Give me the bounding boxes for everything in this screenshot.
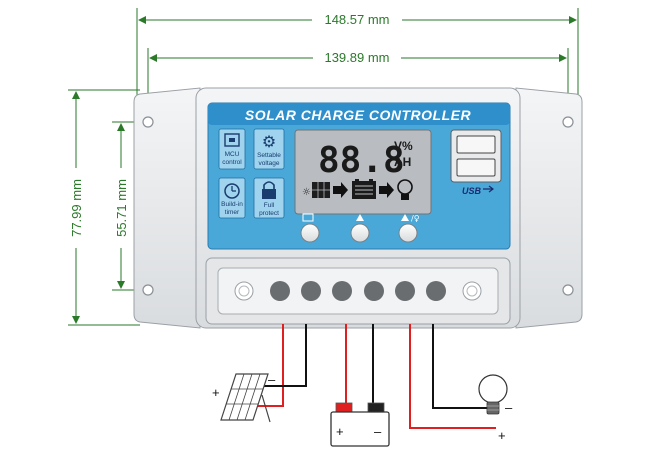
- feature-label: Settable: [257, 152, 281, 159]
- feature-label: protect: [259, 210, 279, 217]
- front-panel: SOLAR CHARGE CONTROLLER 88.8 V% AH ☼: [207, 102, 511, 250]
- overall-width-label: 148.57 mm: [324, 12, 389, 27]
- dimension-overall-width: 148.57 mm: [136, 8, 579, 100]
- up-button[interactable]: [350, 214, 370, 243]
- screen-icon: [302, 213, 314, 222]
- load-negative-sign: –: [505, 400, 513, 415]
- dimension-overall-height: 77.99 mm: [67, 89, 140, 326]
- lcd-digits: 88.8: [318, 140, 405, 181]
- wiring: [254, 324, 496, 429]
- wire-load-positive: [409, 324, 496, 429]
- terminal-screw[interactable]: [332, 281, 352, 301]
- feature-label: control: [222, 159, 242, 166]
- solar-panel-icon: [220, 373, 271, 423]
- set-button[interactable]: /♀: [398, 214, 420, 243]
- terminal-screw[interactable]: [270, 281, 290, 301]
- usb-label: USB: [462, 186, 482, 196]
- mount-hole-top-left: [142, 116, 154, 128]
- feature-timer: Build-in timer: [218, 177, 246, 219]
- feature-label: MCU: [225, 151, 240, 158]
- chip-icon: [224, 133, 240, 147]
- terminal-screw[interactable]: [364, 281, 384, 301]
- battery-icon: [330, 402, 390, 447]
- panel-negative-sign: –: [268, 372, 276, 387]
- dimension-hole-width: 139.89 mm: [147, 48, 569, 112]
- terminal-screw[interactable]: [301, 281, 321, 301]
- up-triangle-icon: [356, 214, 364, 221]
- mount-hole-bottom-right: [562, 284, 574, 296]
- wire-panel-negative: [262, 324, 307, 387]
- dimension-hole-height: 55.71 mm: [112, 121, 148, 291]
- lcd-arrow-icon: [379, 182, 394, 198]
- lcd-bulb-icon: [397, 179, 413, 200]
- lock-icon: [263, 181, 275, 189]
- usb-symbol-icon: [483, 185, 494, 193]
- mount-hole-bottom-left: [142, 284, 154, 296]
- menu-button[interactable]: [300, 213, 320, 243]
- hole-height-label: 55.71 mm: [114, 179, 129, 237]
- hole-width-label: 139.89 mm: [324, 50, 389, 65]
- load-positive-sign: +: [498, 428, 506, 443]
- lcd-unit-top: V%: [394, 139, 413, 153]
- screw-cover-left: [234, 281, 254, 301]
- clock-icon: [224, 183, 240, 199]
- usb-ports: USB: [450, 129, 502, 196]
- panel-positive-sign: +: [212, 385, 220, 400]
- feature-mcu: MCU control: [218, 128, 246, 170]
- feature-label: timer: [225, 209, 240, 216]
- terminal-screw[interactable]: [395, 281, 415, 301]
- lcd-battery-icon: [352, 179, 376, 199]
- svg-text:☼: ☼: [302, 187, 311, 198]
- light-bulb-icon: [478, 374, 508, 415]
- battery-negative-sign: –: [374, 424, 382, 439]
- panel-title: SOLAR CHARGE CONTROLLER: [245, 107, 472, 123]
- usb-port[interactable]: [456, 135, 496, 154]
- lcd-arrow-icon: [333, 182, 348, 198]
- usb-port[interactable]: [456, 158, 496, 177]
- feature-label: Build-in: [221, 201, 243, 208]
- up-triangle-icon: [401, 214, 409, 221]
- gear-icon: ⚙: [262, 132, 276, 151]
- battery-positive-sign: +: [336, 424, 344, 439]
- mount-hole-top-right: [562, 116, 574, 128]
- feature-label: Full: [264, 202, 275, 209]
- lcd-unit-bottom: AH: [394, 155, 411, 169]
- overall-height-label: 77.99 mm: [69, 179, 84, 237]
- wire-load-negative: [432, 324, 490, 409]
- terminal-block: [205, 257, 511, 325]
- terminal-screw[interactable]: [426, 281, 446, 301]
- feature-protect: Full protect: [253, 177, 285, 219]
- svg-text:/♀: /♀: [411, 214, 420, 223]
- wire-panel-positive: [254, 324, 284, 407]
- screw-cover-right: [462, 281, 482, 301]
- feature-label: voltage: [259, 160, 280, 167]
- feature-voltage: ⚙ Settable voltage: [253, 128, 285, 170]
- lcd-sun-panel-icon: ☼: [302, 182, 330, 198]
